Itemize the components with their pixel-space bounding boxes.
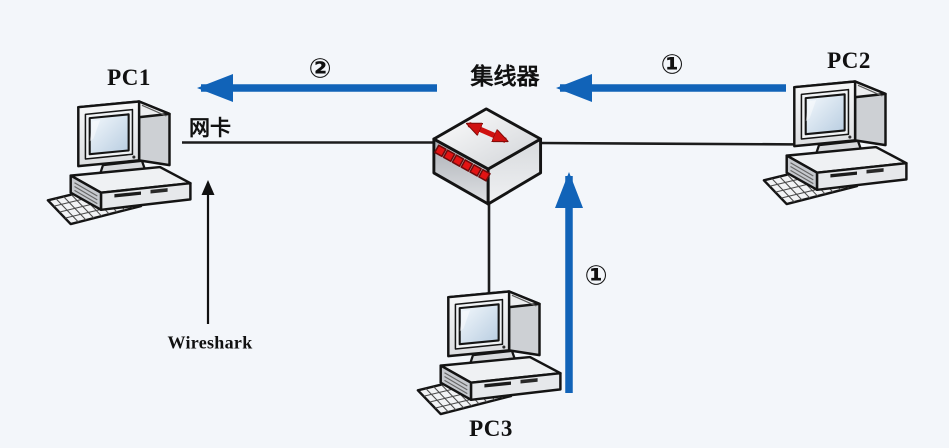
- link-hub-pc2: [539, 141, 811, 146]
- hub-label: 集线器: [470, 64, 540, 90]
- flow-step-1-badge-top: ①: [660, 49, 684, 81]
- pc2-computer-icon: [764, 82, 907, 205]
- flow-step-2-badge: ②: [308, 53, 332, 85]
- flow-step-1-badge-vertical: ①: [584, 260, 608, 292]
- pc1-label: PC1: [107, 65, 151, 90]
- pc3-label: PC3: [469, 416, 513, 441]
- nic-label: 网卡: [189, 116, 231, 140]
- wireshark-label: Wireshark: [167, 332, 253, 353]
- pc1-computer-icon: [48, 102, 191, 225]
- pc3-computer-icon: [418, 292, 561, 415]
- pc2-label: PC2: [827, 48, 871, 73]
- hub-icon: [434, 109, 541, 204]
